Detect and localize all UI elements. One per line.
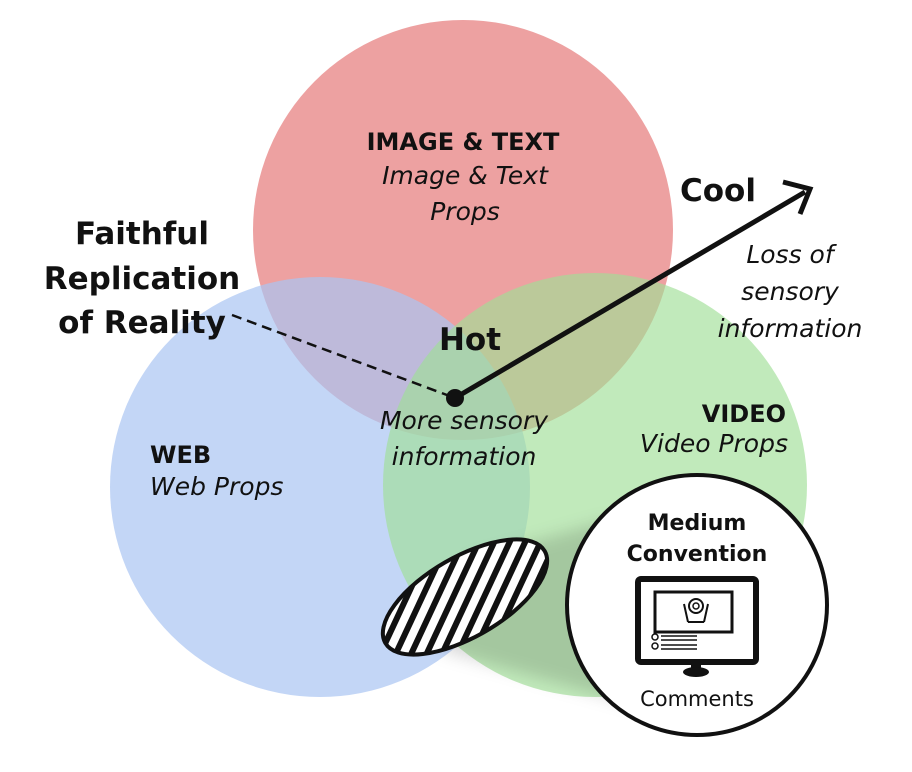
hatched-ellipse: [380, 537, 550, 657]
video-title: VIDEO: [702, 400, 786, 428]
cool-desc1: Loss of: [746, 240, 837, 269]
web-title: WEB: [150, 441, 211, 469]
monitor-icon: [635, 576, 759, 677]
medium-title2: Convention: [627, 542, 768, 567]
hot-desc2: information: [392, 442, 537, 471]
hot-dot: [446, 389, 464, 407]
arrow-head-icon: [782, 179, 814, 215]
image-text-title: IMAGE & TEXT: [367, 128, 560, 156]
image-text-sub2: Props: [430, 197, 500, 226]
medium-title1: Medium: [648, 511, 747, 536]
faithful-dashed-line: [231, 313, 456, 400]
medium-convention-badge: Medium Convention Comments: [565, 473, 829, 737]
faithful-line1: Faithful: [75, 216, 209, 252]
hot-label: Hot: [439, 322, 501, 358]
cool-desc2: sensory: [741, 277, 840, 306]
video-sub: Video Props: [640, 429, 788, 458]
cool-arrow: [453, 189, 807, 401]
faithful-line2: Replication: [44, 261, 240, 297]
medium-caption: Comments: [640, 687, 754, 711]
cool-desc3: information: [718, 314, 863, 343]
faithful-line3: of Reality: [58, 305, 226, 341]
hot-desc1: More sensory: [380, 406, 549, 435]
image-text-sub1: Image & Text: [382, 161, 549, 190]
cool-label: Cool: [680, 173, 756, 209]
web-sub: Web Props: [150, 472, 283, 501]
